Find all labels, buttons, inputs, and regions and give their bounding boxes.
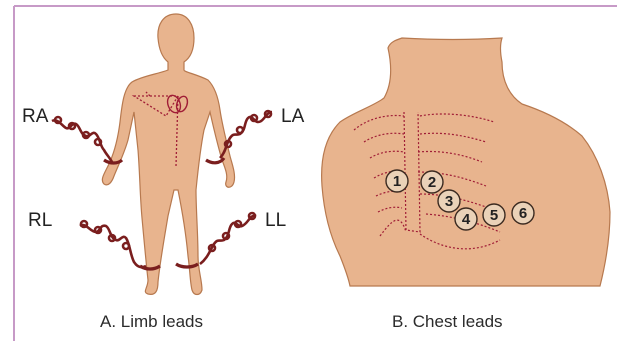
electrode-3-label: 3	[445, 193, 453, 210]
electrode-4-label: 4	[462, 211, 471, 228]
chest-leads-figure: 1 2 3 4 5 6	[322, 38, 610, 286]
electrode-1-label: 1	[393, 173, 401, 190]
electrode-6-label: 6	[519, 205, 527, 222]
electrode-4: 4	[455, 208, 477, 230]
lead-label-ra: RA	[22, 106, 48, 128]
human-body	[102, 14, 234, 295]
electrode-2: 2	[421, 171, 443, 193]
electrode-1: 1	[386, 170, 408, 192]
caption-limb-leads: A. Limb leads	[100, 312, 203, 332]
caption-chest-leads: B. Chest leads	[392, 312, 503, 332]
electrode-5: 5	[483, 204, 505, 226]
limb-leads-figure	[52, 14, 272, 295]
electrode-2-label: 2	[428, 174, 436, 191]
lead-label-ll: LL	[265, 210, 286, 232]
electrode-3: 3	[438, 190, 460, 212]
electrode-6: 6	[512, 202, 534, 224]
electrode-5-label: 5	[490, 207, 498, 224]
wire-ra	[52, 117, 122, 163]
lead-label-rl: RL	[28, 210, 52, 232]
lead-label-la: LA	[281, 106, 304, 128]
